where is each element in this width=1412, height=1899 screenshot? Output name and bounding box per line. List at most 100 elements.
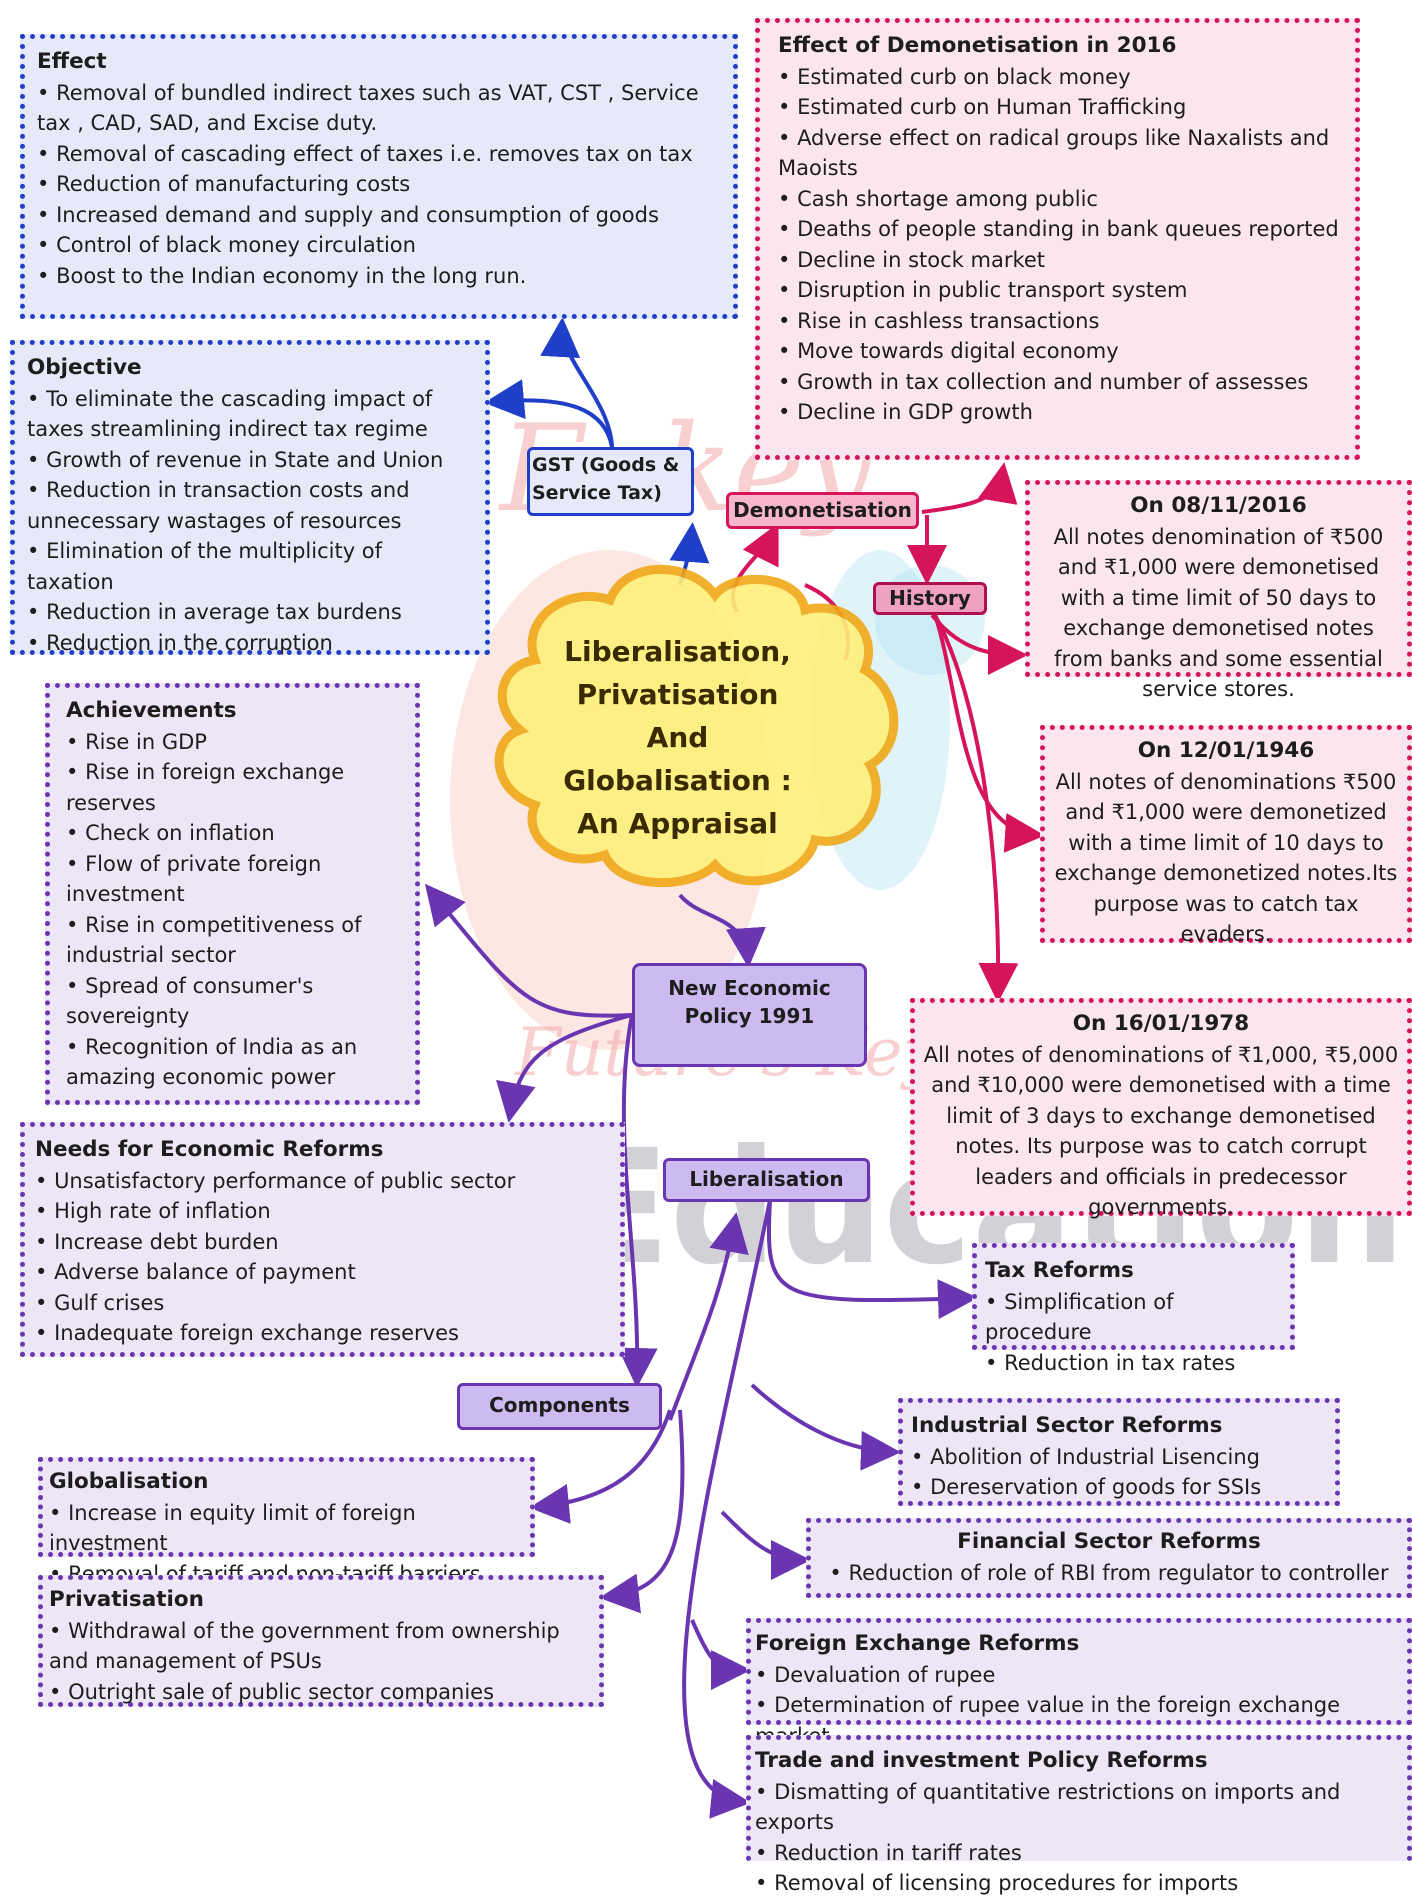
bullet-item: • Deaths of people standing in bank queu… [778,217,1339,241]
connector-components-globalisation [529,1409,672,1524]
bullet-item: • Recognition of India as an amazing eco… [66,1034,358,1090]
bullet-item: • Elimination of the multiplicity of tax… [27,539,383,594]
components-node: Components [457,1383,662,1430]
bullet-item: • Rise in foreign exchange reserves [66,760,345,815]
history-text: All notes of denominations of ₹1,000, ₹5… [923,1042,1399,1220]
bullet-item: • To eliminate the cascading impact of t… [27,386,433,442]
box-title: Privatisation [49,1587,204,1612]
bullet-item: • Estimated curb on Human Trafficking [778,95,1187,119]
bullet-item: • Devaluation of rupee [755,1662,996,1687]
bullet-item: • Reduction of manufacturing costs [37,172,411,196]
demonetisation-node: Demonetisation [726,492,919,529]
connector-nep-components [617,1014,658,1388]
connector-central-nep [678,893,766,968]
bullet-item: • Increase in equity limit of foreign in… [49,1500,416,1556]
bullet-item: • Abolition of Industrial Lisencing [911,1444,1260,1469]
needs-for-reforms-box: Needs for Economic Reforms • Unsatisfact… [20,1122,625,1357]
box-title: Objective [27,355,142,380]
box-title: Industrial Sector Reforms [911,1413,1223,1438]
bullet-item: • Dereservation of goods for SSIs [911,1475,1262,1499]
history-text: All notes denomination of ₹500 and ₹1,00… [1053,524,1384,702]
globalisation-box: Globalisation • Increase in equity limit… [38,1457,535,1586]
achievements-box: Achievements • Rise in GDP • Rise in for… [45,683,420,1105]
bullet-item: • Adverse effect on radical groups like … [778,125,1330,181]
history-1978-box: On 16/01/1978 All notes of denominations… [910,998,1412,1219]
connector-components-privatisation [599,1409,685,1614]
bullet-item: • Growth of revenue in State and Union [27,447,444,472]
privatisation-box: Privatisation • Withdrawal of the govern… [38,1575,604,1707]
bullet-item: • Outright sale of public sector compani… [49,1679,495,1704]
bullet-item: • Control of black money circulation [37,233,416,257]
bullet-item: • Increased demand and supply and consum… [37,202,659,227]
bullet-item: • Boost to the Indian economy in the lon… [37,263,527,288]
history-2016-box: On 08/11/2016 All notes denomination of … [1025,480,1412,701]
connector-liberalisation-trade [682,1199,772,1819]
bullet-item: • Dismatting of quantitative restriction… [755,1779,1341,1835]
history-node: History [873,582,987,615]
bullet-item: • Rise in GDP [66,729,207,754]
connector-gst-objective [484,379,614,448]
trade-reforms-box: Trade and investment Policy Reforms • Di… [746,1735,1412,1895]
connector-nep-needs [496,1013,633,1123]
box-title: On 16/01/1978 [1072,1011,1250,1036]
central-cloud-shape [494,564,899,888]
bullet-item: • Move towards digital economy [778,339,1119,363]
demonetisation-effect-box: Effect of Demonetisation in 2016 • Estim… [755,18,1360,460]
bullet-item: • Check on inflation [66,821,275,845]
box-title: Financial Sector Reforms [957,1529,1261,1554]
connector-history-1978 [933,614,1019,1003]
bullet-item: • Decline in GDP growth [778,400,1033,424]
bullet-item: • Reduction in tax rates [985,1350,1236,1375]
bullet-item: • Rise in cashless transactions [778,308,1100,333]
central-topic: Liberalisation, Privatisation And Global… [535,630,820,845]
central-topic-line: Globalisation : [563,764,792,797]
connector-history-1946 [933,614,1045,853]
central-topic-line: And [646,721,709,754]
financial-reforms-box: Financial Sector Reforms • Reduction of … [806,1518,1412,1598]
box-title: Tax Reforms [985,1258,1134,1283]
bullet-item: • Reduction of role of RBI from regulato… [829,1560,1389,1585]
box-title: Achievements [66,698,237,723]
liberalisation-node: Liberalisation [663,1158,870,1202]
box-title: Effect [37,49,107,74]
box-title: Trade and investment Policy Reforms [755,1748,1208,1773]
bullet-item: • Increase debt burden [35,1229,279,1254]
bullet-item: • Inadequate foreign exchange reserves [35,1321,459,1345]
connector-gst-effect [540,317,614,448]
box-title: Needs for Economic Reforms [35,1137,384,1162]
bullet-item: • Withdrawal of the government from owne… [49,1618,560,1674]
connector-liberalisation-tax [766,1199,978,1320]
bullet-item: • Rise in competitiveness of industrial … [66,912,362,968]
connector-components-liberalisation [668,1212,749,1421]
history-1946-box: On 12/01/1946 All notes of denominations… [1040,725,1412,946]
bullet-item: • Disruption in public transport system [778,278,1188,302]
gst-objective-box: Objective • To eliminate the cascading i… [10,340,490,655]
bullet-item: • Growth in tax collection and number of… [778,369,1309,394]
industrial-reforms-box: Industrial Sector Reforms • Abolition of… [898,1398,1340,1506]
bullet-item: • Decline in stock market [778,247,1046,272]
box-title: Globalisation [49,1469,209,1494]
bullet-item: • Reduction in the corruption [27,630,333,655]
bullet-item: • Spread of consumer's sovereignty [66,973,314,1029]
connector-nep-achievements [424,883,633,1018]
box-title: On 08/11/2016 [1130,493,1307,518]
gst-effect-box: Effect • Removal of bundled indirect tax… [20,34,738,319]
bullet-item: • Flow of private foreign investment [66,851,322,907]
bullet-item: • Reduction in tariff rates [755,1840,1022,1865]
bullet-item: • Removal of cascading effect of taxes i… [37,141,693,166]
central-topic-line: Liberalisation, [564,635,791,668]
bullet-item: • Simplification of procedure [985,1289,1174,1345]
bullet-item: • High rate of inflation [35,1199,271,1223]
bullet-item: • Estimated curb on black money [778,64,1131,89]
bullet-item: • Reduction in transaction costs and unn… [27,478,410,533]
connector-liberalisation-forex [690,1619,751,1690]
box-title: On 12/01/1946 [1137,738,1315,763]
connector-liberalisation-financial [720,1510,811,1580]
bullet-item: • Adverse balance of payment [35,1260,356,1284]
bullet-item: • Removal of bundled indirect taxes such… [37,80,699,136]
tax-reforms-box: Tax Reforms • Simplification of procedur… [972,1243,1295,1375]
new-economic-policy-node: New Economic Policy 1991 [632,963,867,1067]
bullet-item: • Removal of licensing procedures for im… [755,1871,1239,1895]
connector-liberalisation-industrial [750,1383,901,1471]
bullet-item: • Reduction in average tax burdens [27,600,402,624]
